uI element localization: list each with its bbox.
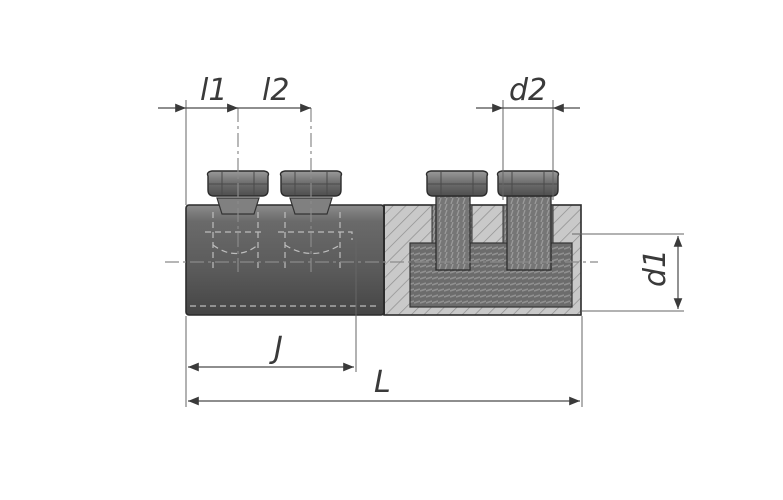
label-d1: d1 <box>638 249 673 287</box>
body-left-section <box>185 204 385 316</box>
label-J: J <box>269 331 283 366</box>
dimension-d2: d2 <box>476 73 580 113</box>
label-L: L <box>374 365 391 400</box>
bolt-3 <box>425 170 489 271</box>
dimension-L: L <box>188 365 580 406</box>
dimension-d1: d1 <box>638 236 683 309</box>
extension-lines <box>185 100 684 407</box>
label-l2: l2 <box>262 73 289 108</box>
bolt-4 <box>496 170 560 271</box>
bolt-axis-lines <box>237 108 312 275</box>
dimension-J: J <box>188 331 354 372</box>
label-l1: l1 <box>200 73 227 108</box>
dimension-l1-l2: l1 l2 <box>158 73 311 113</box>
label-d2: d2 <box>509 73 547 108</box>
